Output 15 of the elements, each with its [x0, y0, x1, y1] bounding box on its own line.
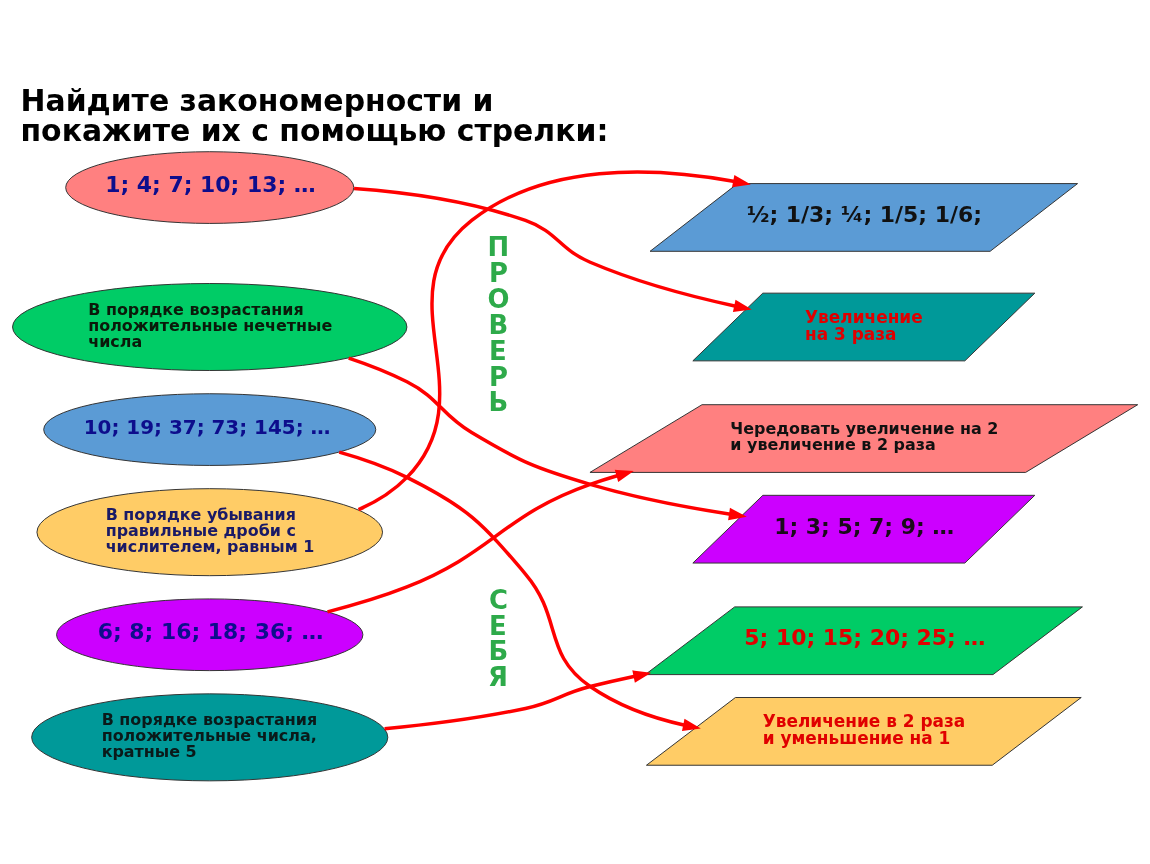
arrow	[327, 469, 634, 613]
node-ellipse: 10; 19; 37; 73; 145; …	[43, 392, 377, 466]
node-ellipse: В порядке возрастания положительные нечетные числа	[12, 282, 408, 371]
arrow	[384, 669, 652, 730]
node-ellipse: В порядке возрастания положительные числа, кратные 5	[31, 692, 389, 781]
arrow	[353, 186, 752, 312]
node-ellipse: 1; 4; 7; 10; 13; …	[65, 150, 355, 224]
label: ПРОВЕРЬ	[487, 231, 510, 417]
arrow	[357, 169, 751, 511]
arrow	[338, 450, 701, 731]
node-ellipse: В порядке убывания правильные дроби с числителем, равным 1	[36, 487, 383, 576]
arrow	[348, 355, 747, 520]
label: СЕБЯ	[488, 584, 509, 692]
diagram-title: Найдите закономерности и покажите их с помощью стрелки:	[20, 82, 609, 148]
node-ellipse: 6; 8; 16; 18; 36; …	[56, 597, 364, 671]
